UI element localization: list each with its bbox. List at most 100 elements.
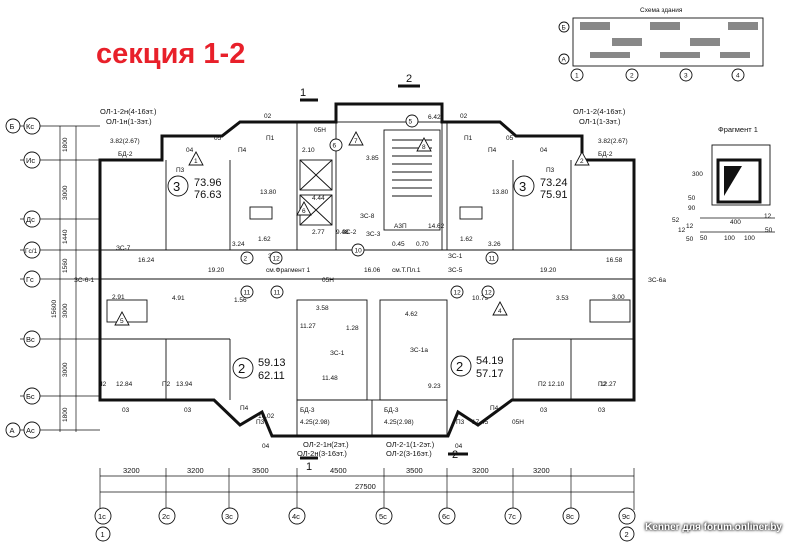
sink-left	[249, 206, 273, 220]
room-code-label: 05Н	[322, 277, 334, 284]
room-area-label: 16.02	[258, 413, 275, 420]
fragment-frame	[711, 144, 771, 206]
axis-label: Гс	[26, 275, 34, 284]
marker-triangle-label: 5	[120, 318, 124, 325]
apartment-area: 54.19	[476, 355, 504, 367]
room-area-label: 16.24	[138, 257, 155, 264]
room-area-label: 19.20	[208, 267, 225, 274]
room-code-label: БД-2	[118, 151, 133, 158]
room-area-label: 6.42	[428, 114, 441, 121]
fragment-ref: см.Фрагмент 1	[266, 267, 311, 274]
axis-bubble	[94, 507, 112, 525]
axis-label: Ас	[26, 426, 35, 435]
room-code-label: 04	[540, 147, 548, 154]
window-mark: ОЛ-1(1-3эт.)	[579, 117, 621, 126]
scheme-axis-label: 4	[736, 73, 740, 80]
section-marks: 1 1 2 2	[300, 73, 468, 473]
fragment-wall	[716, 158, 762, 204]
room-code-label: БД-2	[598, 151, 613, 158]
section-mark: 1	[306, 461, 312, 473]
axis-bubble	[504, 507, 522, 525]
window-mark: ОЛ-2-1н(2эт.)	[303, 440, 349, 449]
apartment-area: 76.63	[194, 189, 222, 201]
room-code-label: 04	[186, 147, 194, 154]
fragment-dim: 100	[744, 235, 755, 242]
room-area-label: 3.24	[232, 241, 245, 248]
apartment-rooms: 2	[238, 361, 245, 376]
scheme-axis-label: 2	[630, 73, 634, 80]
room-area-label: 3.26	[488, 241, 501, 248]
dim-bottom: 4500	[330, 466, 347, 475]
room-area-label: 3.00	[612, 294, 625, 301]
axis-label: 6с	[442, 512, 450, 521]
apartment-markers: 3 73.96 76.63 3 73.24 75.91 2 59.13 62.1…	[167, 175, 568, 382]
marker-triangle-label: 2	[580, 158, 584, 165]
bathtub-right	[589, 299, 631, 323]
apartment-rooms-bubble	[167, 175, 189, 197]
scheme-outline	[572, 17, 764, 67]
marker-circle-label: 10	[355, 248, 363, 255]
marker-circle-label: 12	[273, 256, 281, 263]
apartment-rooms-bubble	[513, 175, 535, 197]
scheme-hatch	[580, 22, 758, 58]
window-mark: ОЛ-1-2(4-16эт.)	[573, 107, 626, 116]
axis-bubble	[23, 387, 41, 405]
marker-triangle	[348, 131, 364, 146]
room-code-label: ЗС-1а	[410, 347, 428, 354]
scheme-axis-label: 3	[684, 73, 688, 80]
axis-label: 2	[625, 530, 629, 539]
axis-label: 4с	[292, 512, 300, 521]
marker-circle-label: 6	[333, 143, 337, 150]
dim-left: 3000	[62, 362, 69, 377]
apartment-area: 75.91	[540, 189, 568, 201]
axis-bubble	[23, 421, 41, 439]
room-code-label: 04	[262, 443, 270, 450]
marker-triangle-label: 4	[498, 308, 502, 315]
room-area-label: 10.79	[472, 295, 489, 302]
fragment-dim: 90	[688, 205, 696, 212]
axis-bubble	[23, 117, 41, 135]
elevator-cross	[299, 159, 333, 226]
scheme-axis-row	[558, 53, 570, 65]
room-area-label: 0.45	[392, 241, 405, 248]
room-code-label: ЗС-1	[448, 253, 463, 260]
room-area-label: 1.56	[234, 297, 247, 304]
bottom-dimensions: 3200 3200 3500 4500 3500 3200 3200 27500…	[94, 466, 636, 542]
marker-circle-label: 12	[485, 290, 493, 297]
marker-circle	[405, 114, 419, 128]
outer-wall	[98, 102, 636, 438]
dim-bottom: 3200	[187, 466, 204, 475]
apartment-area: 73.96	[194, 177, 222, 189]
room-area-label: 2.77	[312, 229, 325, 236]
room-area-label: 4.91	[172, 295, 185, 302]
axis-label: Дс	[26, 215, 35, 224]
dim-left: 1800	[62, 407, 69, 422]
building-walls	[98, 102, 636, 438]
marker-circle	[351, 243, 365, 257]
room-code-label: П4	[490, 405, 499, 412]
axis-bubble	[23, 210, 41, 228]
scheme-axis-row	[558, 21, 570, 33]
room-area-label: 1.62	[460, 236, 473, 243]
section-mark: 1	[300, 87, 306, 99]
room-area-label: 11.27	[300, 323, 316, 330]
marker-triangle	[296, 201, 312, 216]
sink-right	[459, 206, 483, 220]
axis-bubble	[375, 507, 393, 525]
room-code-label: ЗС-3	[366, 231, 381, 238]
room-code-label: БД-3	[384, 407, 399, 414]
room-area-label: 12.27	[600, 381, 617, 388]
axis-bubble	[23, 270, 41, 288]
axis-label: А	[10, 426, 15, 435]
room-code-label: 05Н	[314, 127, 326, 134]
axis-bubble	[562, 507, 580, 525]
axis-bubble	[619, 526, 635, 542]
marker-circle	[240, 285, 254, 299]
apartment-rooms: 3	[173, 179, 180, 194]
marker-triangle	[416, 137, 432, 152]
marker-circle-label: 11	[274, 290, 281, 297]
axis-label: Бс	[26, 392, 35, 401]
scheme-axis-col	[570, 68, 584, 82]
